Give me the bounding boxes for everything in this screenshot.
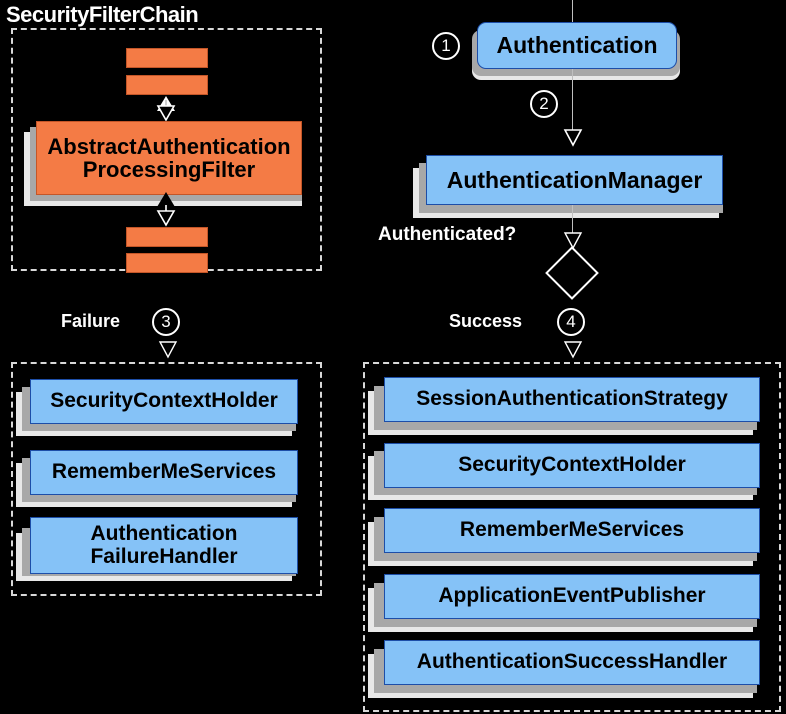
branch-label-failure: Failure bbox=[61, 311, 121, 331]
node-label: SecurityContextHolder bbox=[50, 389, 278, 413]
edge-manager-to-decision bbox=[572, 205, 573, 247]
arrow-down-head-top bbox=[156, 105, 176, 122]
node-label: RememberMeServices bbox=[51, 460, 277, 484]
arrow-up-head-bottom bbox=[157, 192, 175, 207]
node-label: Authentication FailureHandler bbox=[90, 522, 238, 568]
decision-label: Authenticated? bbox=[378, 224, 517, 245]
node-label: RememberMeServices bbox=[459, 518, 685, 542]
failure-item-security-context-holder[interactable]: SecurityContextHolder bbox=[30, 379, 298, 424]
incoming-line bbox=[572, 0, 573, 24]
step-number-2: 2 bbox=[530, 90, 558, 118]
arrow-head-to-decision bbox=[563, 232, 583, 250]
success-item-remember-me-services[interactable]: RememberMeServices bbox=[384, 508, 760, 553]
security-filter-chain-title: SecurityFilterChain bbox=[6, 2, 199, 27]
node-abstract-authentication-processing-filter[interactable]: AbstractAuthentication ProcessingFilter bbox=[36, 121, 302, 195]
success-group-container bbox=[363, 362, 781, 712]
filter-bar-3[interactable] bbox=[126, 227, 208, 247]
success-item-security-context-holder[interactable]: SecurityContextHolder bbox=[384, 443, 760, 488]
filter-bar-4[interactable] bbox=[126, 253, 208, 273]
node-label: ApplicationEventPublisher bbox=[438, 584, 706, 608]
failure-group-container bbox=[11, 362, 322, 596]
filter-bar-1[interactable] bbox=[126, 48, 208, 68]
node-authentication[interactable]: Authentication bbox=[477, 22, 677, 69]
failure-item-authentication-failure-handler[interactable]: Authentication FailureHandler bbox=[30, 517, 298, 574]
node-label: AbstractAuthentication ProcessingFilter bbox=[47, 133, 291, 182]
branch-label-success: Success bbox=[449, 311, 523, 331]
arrow-head-to-success-group bbox=[563, 341, 583, 359]
success-item-session-authentication-strategy[interactable]: SessionAuthenticationStrategy bbox=[384, 377, 760, 422]
arrow-head-to-manager bbox=[563, 129, 583, 147]
failure-item-remember-me-services[interactable]: RememberMeServices bbox=[30, 450, 298, 495]
arrow-down-head-bottom bbox=[156, 210, 176, 227]
arrow-head-to-failure-group bbox=[158, 341, 178, 359]
step-number-4: 4 bbox=[557, 308, 585, 336]
node-label: SessionAuthenticationStrategy bbox=[416, 387, 728, 411]
step-number-1: 1 bbox=[432, 32, 460, 60]
decision-diamond bbox=[545, 246, 599, 300]
node-label: AuthenticationManager bbox=[446, 166, 703, 193]
node-label: Authentication bbox=[496, 32, 658, 59]
success-item-authentication-success-handler[interactable]: AuthenticationSuccessHandler bbox=[384, 640, 760, 685]
node-label: SecurityContextHolder bbox=[458, 453, 686, 477]
step-number-3: 3 bbox=[152, 308, 180, 336]
edge-authentication-to-manager bbox=[572, 69, 573, 130]
filter-bar-2[interactable] bbox=[126, 75, 208, 95]
success-item-application-event-publisher[interactable]: ApplicationEventPublisher bbox=[384, 574, 760, 619]
node-label: AuthenticationSuccessHandler bbox=[416, 650, 728, 674]
node-authentication-manager[interactable]: AuthenticationManager bbox=[426, 155, 723, 205]
